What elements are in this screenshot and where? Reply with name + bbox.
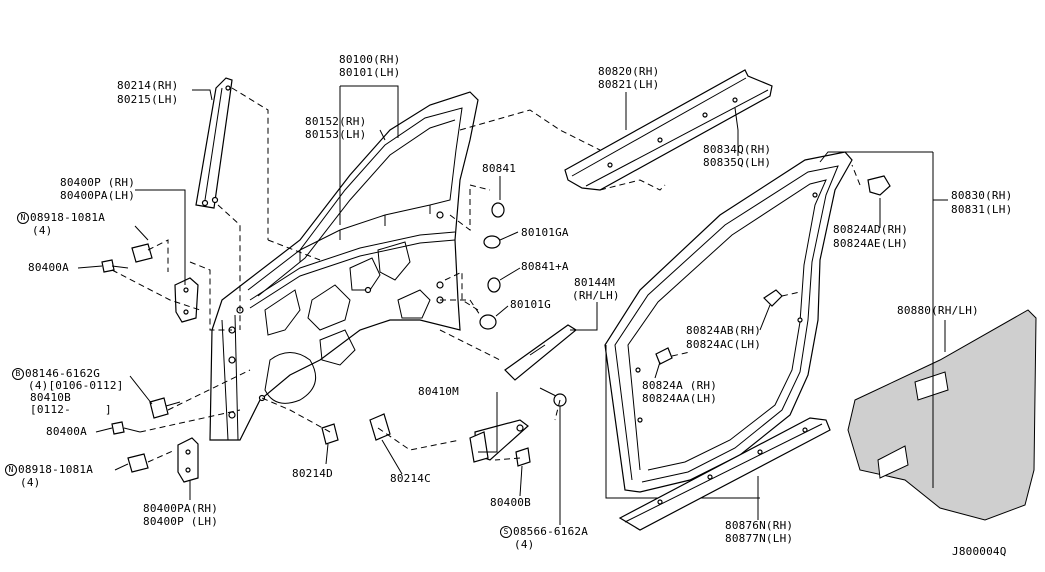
s-symbol-icon: S <box>500 526 512 538</box>
leader-lines <box>77 85 948 525</box>
label-08146-qty: (4)[0106-0112] <box>28 379 124 392</box>
label-80214d: 80214D <box>292 467 333 480</box>
n-symbol-icon: N <box>5 464 17 476</box>
label-80400b: 80400B <box>490 496 531 509</box>
label-80215-lh: 80215(LH) <box>117 93 179 106</box>
garnish-strip-part <box>504 324 578 381</box>
label-80877n-lh: 80877N(LH) <box>725 532 794 545</box>
label-80144m: 80144M <box>574 276 615 289</box>
label-80400pa-rh: 80400PA(RH) <box>143 502 219 515</box>
label-80144m-side: (RH/LH) <box>572 289 620 302</box>
n-symbol-icon: N <box>17 212 29 224</box>
label-80400a-upper: 80400A <box>28 261 69 274</box>
label-08918-upper-qty: (4) <box>32 224 53 237</box>
door-panel-part <box>209 91 479 441</box>
label-80214c: 80214C <box>390 472 431 485</box>
label-80400a-lower: 80400A <box>46 425 87 438</box>
label-80101ga: 80101GA <box>521 226 569 239</box>
sash-strip-part <box>195 77 233 209</box>
sill-seal-part <box>618 417 831 531</box>
label-80824ac-lh: 80824AC(LH) <box>686 338 762 351</box>
b-symbol-icon: B <box>12 368 24 380</box>
label-80153-lh: 80153(LH) <box>305 128 367 141</box>
label-08918-lower-qty: (4) <box>20 476 41 489</box>
label-80820-rh: 80820(RH) <box>598 65 660 78</box>
label-80831-lh: 80831(LH) <box>951 203 1013 216</box>
label-80841a: 80841+A <box>521 260 569 273</box>
outer-weatherstrip-part <box>564 69 773 191</box>
label-80830-rh: 80830(RH) <box>951 189 1013 202</box>
label-80410b: 80410B <box>30 391 71 404</box>
label-80824ad-rh: 80824AD(RH) <box>833 223 909 236</box>
label-80821-lh: 80821(LH) <box>598 78 660 91</box>
label-80410m: 80410M <box>418 385 459 398</box>
label-80400pa-lh: 80400PA(LH) <box>60 189 136 202</box>
dashed-guide-lines <box>111 87 861 463</box>
lower-hinge-part <box>177 437 199 483</box>
door-trim-panel-part <box>847 309 1037 521</box>
label-80824ae-lh: 80824AE(LH) <box>833 237 909 250</box>
label-80880: 80880(RH/LH) <box>897 304 979 317</box>
label-80876n-rh: 80876N(RH) <box>725 519 794 532</box>
label-80835q-lh: 80835Q(LH) <box>703 156 772 169</box>
label-80101-lh: 80101(LH) <box>339 66 401 79</box>
label-80100-rh: 80100(RH) <box>339 53 401 66</box>
diagram-id: J800004Q <box>952 545 1007 558</box>
body-weatherstrip-part <box>604 151 853 499</box>
label-80101g: 80101G <box>510 298 551 311</box>
label-80824ab-rh: 80824AB(RH) <box>686 324 762 337</box>
label-80400p-rh: 80400P (RH) <box>60 176 136 189</box>
label-80841: 80841 <box>482 162 517 175</box>
label-80834q-rh: 80834Q(RH) <box>703 143 772 156</box>
fasteners <box>101 175 891 473</box>
upper-hinge-part <box>174 277 199 323</box>
label-80152-rh: 80152(RH) <box>305 115 367 128</box>
label-80400p-lh: 80400P (LH) <box>143 515 219 528</box>
door-check-part <box>469 419 529 463</box>
label-08566-qty: (4) <box>514 538 535 551</box>
label-80410b-date: [0112- ] <box>30 403 112 416</box>
label-80824a-rh: 80824A (RH) <box>642 379 718 392</box>
label-80214-rh: 80214(RH) <box>117 79 179 92</box>
label-80824aa-lh: 80824AA(LH) <box>642 392 718 405</box>
